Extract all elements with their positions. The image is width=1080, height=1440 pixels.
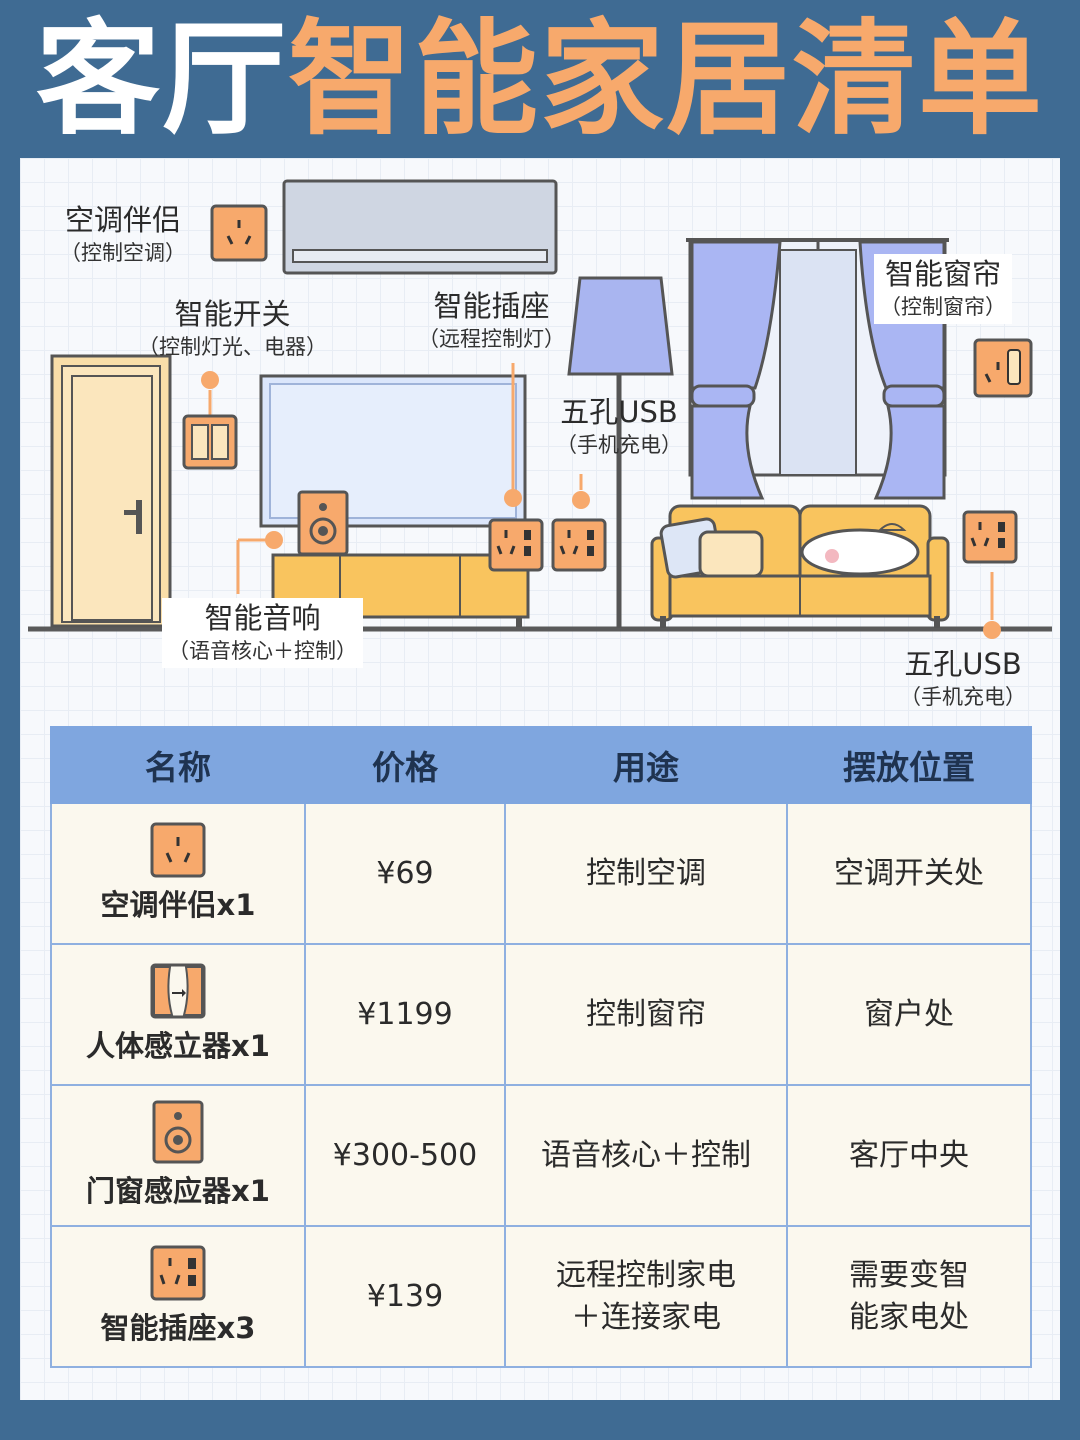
cell-place: 需要变智 能家电处: [786, 1225, 1032, 1368]
cell-use: 语音核心＋控制: [504, 1084, 788, 1227]
device-table: 名称 价格 用途 摆放位置 空调伴侣x1 ¥69 控制空调: [50, 726, 1032, 1368]
header-price: 价格: [304, 726, 506, 804]
air-conditioner-icon: [282, 179, 558, 275]
label-usb-socket-2: 五孔USB （手机充电）: [900, 647, 1026, 709]
label-smart-switch: 智能开关 （控制灯光、电器）: [138, 297, 327, 359]
curtain-controller-icon: [973, 338, 1033, 398]
smart-switch-icon: [182, 414, 238, 470]
table-row: 门窗感应器x1 ¥300-500 语音核心＋控制 客厅中央: [50, 1084, 1032, 1227]
header-use: 用途: [504, 726, 788, 804]
title-orange: 智能家居清单: [288, 8, 1045, 152]
cell-place: 空调开关处: [786, 802, 1032, 945]
sofa-icon: [650, 504, 950, 628]
table-row: 空调伴侣x1 ¥69 控制空调 空调开关处: [50, 802, 1032, 945]
smart-socket-icon: [488, 518, 544, 572]
ac-socket-icon: [150, 822, 206, 877]
usb-socket-right-icon: [962, 510, 1018, 564]
floor-lamp-icon: [567, 276, 674, 628]
cell-place: 客厅中央: [786, 1084, 1032, 1227]
cell-use: 控制窗帘: [504, 943, 788, 1086]
living-room-scene: 空调伴侣 （控制空调） 智能开关 （控制灯光、电器） 智能插座 （远程控制灯） …: [20, 158, 1060, 718]
cell-name: 门窗感应器x1: [50, 1084, 306, 1227]
table-row: 智能插座x3 ¥139 远程控制家电 ＋连接家电 需要变智 能家电处: [50, 1225, 1032, 1368]
ac-companion-socket-icon: [210, 204, 268, 262]
curtain-icon: [150, 963, 206, 1018]
usb-socket-icon: [150, 1245, 206, 1300]
label-usb-socket-1: 五孔USB （手机充电）: [556, 395, 682, 457]
cell-price: ¥1199: [304, 943, 506, 1086]
cell-price: ¥69: [304, 802, 506, 945]
content-card: 空调伴侣 （控制空调） 智能开关 （控制灯光、电器） 智能插座 （远程控制灯） …: [20, 158, 1060, 1400]
usb-socket-icon: [551, 518, 607, 572]
door-icon: [50, 354, 172, 628]
cell-name: 智能插座x3: [50, 1225, 306, 1368]
cell-use: 控制空调: [504, 802, 788, 945]
table-header-row: 名称 价格 用途 摆放位置: [50, 726, 1032, 804]
page-title: 客厅智能家居清单: [0, 10, 1080, 150]
cell-price: ¥300-500: [304, 1084, 506, 1227]
label-ac-companion: 空调伴侣 （控制空调）: [60, 203, 186, 265]
cell-place: 窗户处: [786, 943, 1032, 1086]
label-smart-curtain: 智能窗帘 （控制窗帘）: [874, 254, 1012, 324]
cell-name: 空调伴侣x1: [50, 802, 306, 945]
header-place: 摆放位置: [786, 726, 1032, 804]
cell-price: ¥139: [304, 1225, 506, 1368]
smart-speaker-icon: [297, 490, 349, 556]
living-room-illustration: [28, 179, 1052, 639]
label-smart-speaker: 智能音响 （语音核心＋控制）: [162, 598, 363, 668]
cell-use: 远程控制家电 ＋连接家电: [504, 1225, 788, 1368]
speaker-icon: [152, 1100, 204, 1163]
cell-name: 人体感立器x1: [50, 943, 306, 1086]
header-name: 名称: [50, 726, 306, 804]
title-white: 客厅: [35, 8, 288, 152]
label-smart-socket: 智能插座 （远程控制灯）: [418, 289, 565, 351]
table-row: 人体感立器x1 ¥1199 控制窗帘 窗户处: [50, 943, 1032, 1086]
